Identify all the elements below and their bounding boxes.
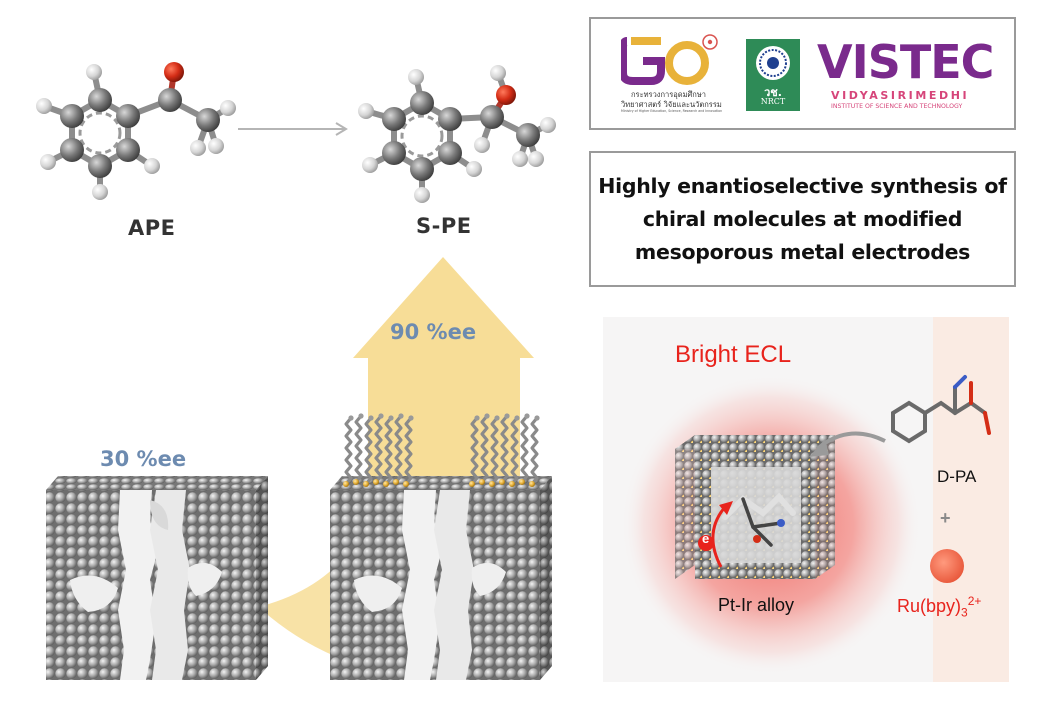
nrct-logo: วช. NRCT (746, 39, 800, 111)
unmodified-electrode (46, 476, 268, 680)
product-label: S-PE (416, 214, 472, 238)
ru-complex-label: Ru(bpy)32+ (897, 594, 981, 620)
plus-sign: + (940, 508, 951, 528)
reactant-label: APE (128, 216, 176, 240)
nrct-en: NRCT (760, 97, 786, 106)
nrct-thai: วช. (764, 86, 782, 99)
title-line-1: Highly enantioselective synthesis of (598, 173, 1007, 198)
vistec-sub1: VIDYASIRIMEDHI (831, 89, 970, 102)
ecl-graphic (621, 317, 1009, 682)
alloy-label: Pt-Ir alloy (718, 595, 795, 615)
modified-ee-label: 90 %ee (390, 320, 477, 344)
logo-panel: กระทรวงการอุดมศึกษา วิทยาศาสตร์ วิจัยและ… (589, 17, 1016, 130)
ecl-panel: Bright ECL D-PA + e Pt-Ir alloy Ru(bpy)3… (603, 317, 1009, 682)
ru-complex-base: Ru(bpy) (897, 596, 962, 616)
ape-molecule (36, 62, 236, 200)
unmodified-ee-label: 30 %ee (100, 447, 187, 471)
ministry-logo (621, 34, 718, 85)
s-pe-molecule (358, 65, 556, 203)
ru-complex-sup: 2+ (967, 594, 982, 608)
title-line-2: chiral molecules at modified (642, 206, 963, 231)
electrode-scene (46, 257, 552, 680)
electron-label: e (702, 531, 710, 546)
reaction-arrow (238, 122, 348, 136)
ministry-thai-line1: กระทรวงการอุดมศึกษา (631, 90, 706, 99)
d-pa-molecule (891, 375, 991, 444)
pt-ir-alloy-cube (675, 435, 835, 579)
vistec-sub2: INSTITUTE OF SCIENCE AND TECHNOLOGY (831, 103, 963, 110)
title-panel: Highly enantioselective synthesis of chi… (589, 151, 1016, 287)
vistec-logo-text: VISTEC (817, 35, 994, 89)
modified-electrode (330, 411, 552, 680)
title-line-3: mesoporous metal electrodes (634, 239, 971, 264)
ministry-en: Ministry of Higher Education, Science, R… (621, 109, 723, 113)
ecl-heading: Bright ECL (675, 341, 792, 368)
d-pa-label: D-PA (937, 467, 977, 486)
ministry-thai-line2: วิทยาศาสตร์ วิจัยและนวัตกรรม (621, 100, 722, 109)
ru-complex-sub: 3 (961, 605, 968, 620)
